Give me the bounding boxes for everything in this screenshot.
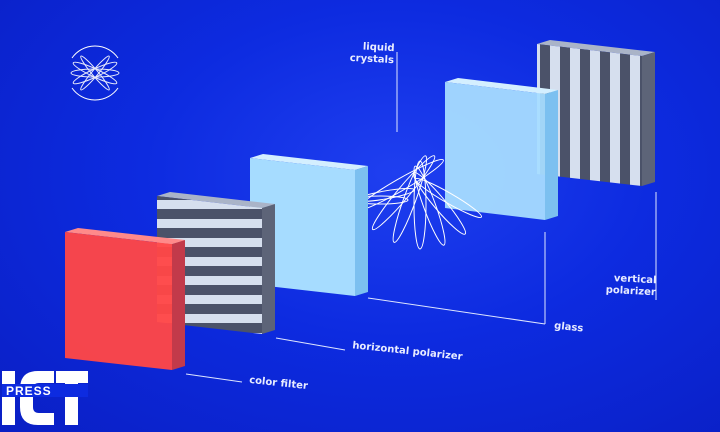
glass-panel-rear (445, 78, 558, 220)
glass-panel-front (250, 154, 368, 296)
ict-press-logo: PRESS (2, 355, 88, 427)
vertical-polarizer (537, 40, 655, 186)
color-filter (65, 228, 185, 370)
label-vertical-polarizer: vertical polarizer (605, 273, 657, 299)
svg-text:PRESS: PRESS (6, 384, 52, 398)
rotation-icon (70, 45, 120, 101)
leader-lines (185, 52, 657, 383)
label-liquid-crystals: liquid crystals (349, 41, 395, 67)
